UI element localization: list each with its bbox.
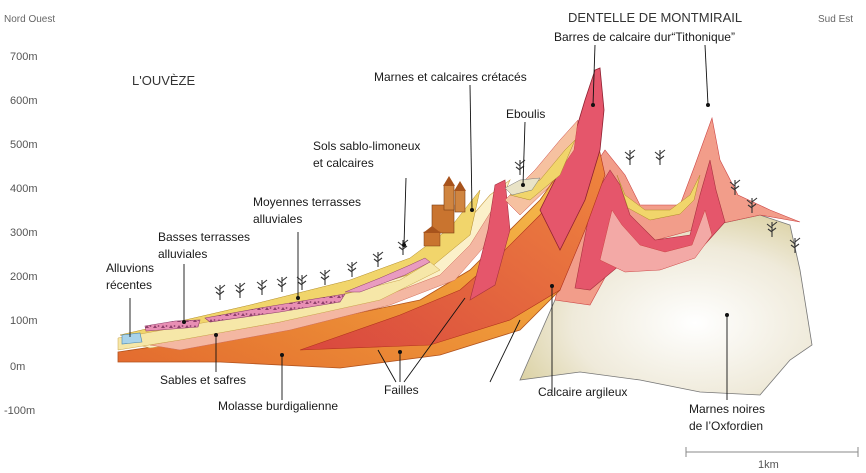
vine-icon bbox=[234, 282, 246, 298]
vine-icon bbox=[296, 274, 308, 290]
label-calcaire-argileux: Calcaire argileux bbox=[538, 385, 627, 399]
leader-lines bbox=[129, 44, 729, 400]
altitude-tick: 400m bbox=[10, 183, 38, 195]
corner-label-northwest: Nord Ouest bbox=[4, 14, 55, 25]
massif-title: DENTELLE DE MONTMIRAIL bbox=[568, 10, 742, 25]
corner-label-southeast: Sud Est bbox=[818, 14, 853, 25]
scale-bar: 1km bbox=[685, 447, 859, 471]
altitude-tick: 300m bbox=[10, 227, 38, 239]
vine-icon bbox=[729, 179, 741, 195]
label-basses-line2: alluviales bbox=[158, 247, 207, 261]
vine-icon bbox=[624, 149, 636, 165]
layer-alluvions bbox=[121, 332, 143, 345]
altitude-tick: 200m bbox=[10, 271, 38, 283]
annotations: Barres de calcaire dur“Tithonique” Marne… bbox=[106, 30, 765, 433]
vine-icon bbox=[372, 251, 384, 267]
label-moyennes-line2: alluviales bbox=[253, 212, 302, 226]
layer-syncline-pink bbox=[599, 209, 713, 273]
label-marnes-noires-line2: de l’Oxfordien bbox=[689, 419, 763, 433]
altitude-axis: 700m 600m 500m 400m 300m 200m 100m 0m -1… bbox=[4, 51, 38, 417]
label-basses-line1: Basses terrasses bbox=[158, 230, 250, 244]
layer-moyennes-terrasses bbox=[204, 293, 346, 323]
label-failles: Failles bbox=[384, 383, 419, 397]
altitude-tick: -100m bbox=[4, 405, 35, 417]
altitude-tick: 500m bbox=[10, 139, 38, 151]
layer-sols-sablo bbox=[344, 257, 431, 293]
strata bbox=[117, 67, 813, 396]
scale-label: 1km bbox=[758, 459, 779, 471]
river-title: L'OUVÈZE bbox=[132, 73, 195, 88]
label-marnes-calcaires: Marnes et calcaires crétacés bbox=[374, 70, 527, 84]
label-sols-line1: Sols sablo-limoneux bbox=[313, 139, 420, 153]
layer-syncline-core bbox=[616, 174, 701, 221]
label-marnes-noires-line1: Marnes noires bbox=[689, 402, 765, 416]
vine-icon bbox=[346, 261, 358, 277]
vine-icon bbox=[256, 279, 268, 295]
vine-icon bbox=[319, 269, 331, 285]
vineyard bbox=[214, 149, 801, 300]
altitude-tick: 700m bbox=[10, 51, 38, 63]
layer-basses-terrasses bbox=[144, 319, 201, 332]
label-alluvions-line1: Alluvions bbox=[106, 261, 154, 275]
label-eboulis: Eboulis bbox=[506, 107, 545, 121]
altitude-tick: 600m bbox=[10, 95, 38, 107]
vine-icon bbox=[214, 284, 226, 300]
label-alluvions-line2: récentes bbox=[106, 278, 152, 292]
label-sables: Sables et safres bbox=[160, 373, 246, 387]
vine-icon bbox=[276, 276, 288, 292]
vine-icon bbox=[746, 197, 758, 213]
village bbox=[423, 176, 466, 247]
altitude-tick: 100m bbox=[10, 315, 38, 327]
vine-icon bbox=[789, 237, 801, 253]
altitude-tick: 0m bbox=[10, 361, 25, 373]
vine-icon bbox=[654, 149, 666, 165]
vine-icon bbox=[766, 221, 778, 237]
label-sols-line2: et calcaires bbox=[313, 156, 374, 170]
label-molasse: Molasse burdigalienne bbox=[218, 399, 338, 413]
layer-cretace-ridge bbox=[469, 179, 511, 301]
vine-icon bbox=[514, 159, 526, 175]
vine-icon bbox=[397, 239, 409, 255]
label-barres-calcaire: Barres de calcaire dur“Tithonique” bbox=[554, 30, 735, 44]
label-moyennes-line1: Moyennes terrasses bbox=[253, 195, 361, 209]
